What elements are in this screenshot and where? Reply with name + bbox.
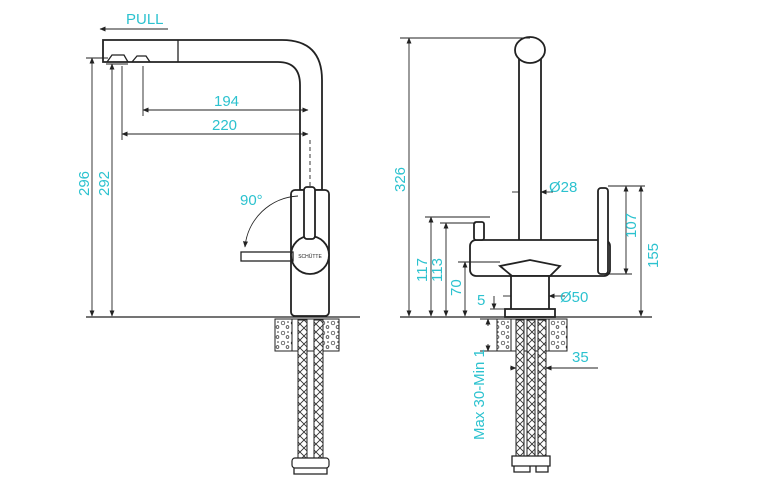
dim-220: 220: [212, 117, 237, 134]
nozzle-right: [131, 55, 151, 63]
front-left-lever: [473, 221, 485, 241]
front-base: [510, 275, 550, 311]
angle-arc: [242, 195, 299, 248]
front-hose-nuts: [513, 466, 549, 473]
hose-connectors: [291, 457, 330, 469]
dim-292: 292: [96, 171, 113, 196]
front-spout-head: [514, 36, 546, 64]
hose-right: [313, 319, 324, 459]
front-spout-column: [518, 47, 542, 247]
dim-70: 70: [448, 279, 465, 296]
hose-nuts: [293, 468, 328, 475]
front-base-flange: [504, 308, 556, 318]
dim-dia50: Ø50: [560, 289, 588, 306]
dim-296: 296: [76, 171, 93, 196]
lever-upright: [303, 186, 316, 240]
spout-body: [102, 39, 323, 191]
front-view: Ø28 326 117 113 70 5 Ø50: [392, 36, 662, 473]
dim-thickness: Max 30-Min 1: [471, 349, 488, 440]
angle-90-label: 90°: [240, 192, 263, 209]
dim-107: 107: [623, 213, 640, 238]
front-hose-connectors: [511, 455, 551, 467]
lever-horizontal: [240, 251, 294, 262]
pull-label: PULL: [126, 11, 164, 28]
dim-35: 35: [572, 349, 589, 366]
dim-194: 194: [214, 93, 239, 110]
dim-117: 117: [414, 258, 431, 282]
dim-113: 113: [429, 258, 446, 282]
nozzle-left: [106, 54, 129, 63]
dim-155: 155: [645, 243, 662, 268]
front-hose-1: [515, 319, 525, 457]
side-view: PULL SCHÜTTE 90° 194 220 296 292: [76, 11, 360, 475]
brand-logo: SCHÜTTE: [298, 253, 322, 260]
hose-left: [297, 319, 308, 459]
dim-326: 326: [392, 167, 409, 192]
dim-5: 5: [477, 292, 485, 309]
front-hose-3: [537, 319, 547, 457]
front-right-lever: [597, 187, 609, 275]
dim-dia28: Ø28: [549, 179, 577, 196]
front-hose-2: [526, 319, 536, 457]
